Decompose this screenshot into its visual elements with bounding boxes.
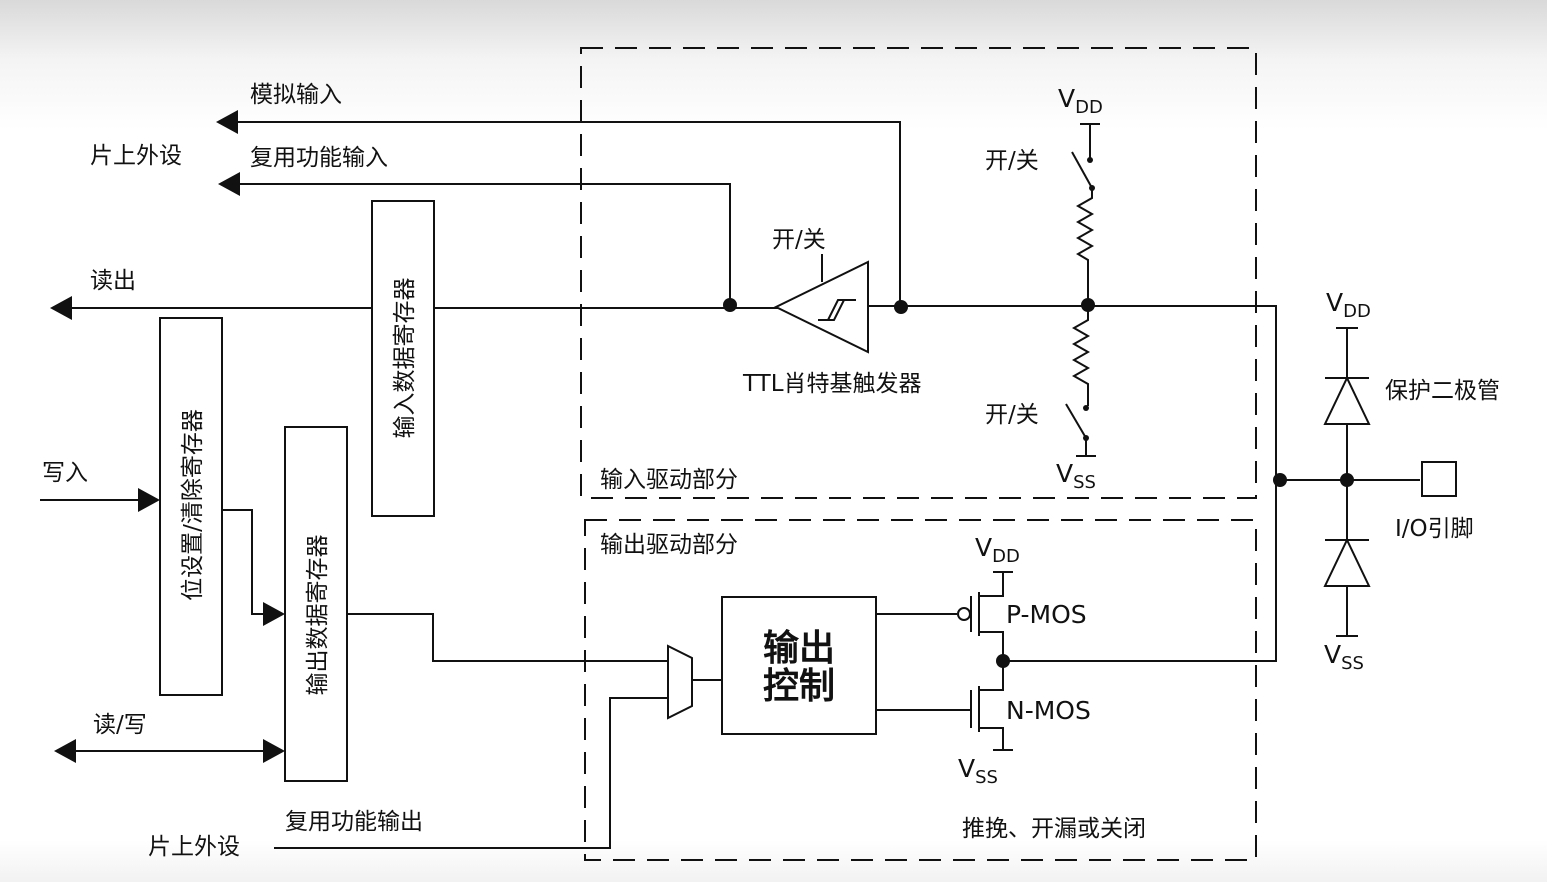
lower-diode xyxy=(1323,537,1371,587)
pmos-bubble xyxy=(957,607,971,621)
write-in-label: 写入 xyxy=(42,460,88,486)
input-driver-label: 输入驱动部分 xyxy=(600,467,738,493)
analog-input-arrow xyxy=(216,110,238,134)
output-control-label: 输出 xyxy=(763,628,835,669)
input-data-register xyxy=(371,200,435,517)
pmos-label: P-MOS xyxy=(1006,600,1087,629)
read-write-arrow-left xyxy=(54,739,76,763)
bit-set-reset-register-label: 位设置/清除寄存器 xyxy=(180,409,206,601)
schmitt-trigger xyxy=(773,260,869,354)
junction-dot xyxy=(723,298,737,312)
read-out-label: 读出 xyxy=(90,268,136,294)
upper-diode xyxy=(1323,375,1371,425)
pullup-switch-label: 开/关 xyxy=(985,148,1039,174)
input-data-register-label: 输入数据寄存器 xyxy=(392,278,418,439)
pullup-switch xyxy=(1071,151,1093,189)
vss-label: VSS xyxy=(958,754,998,788)
io-pin-pad[interactable] xyxy=(1421,461,1457,497)
junction-dot xyxy=(894,300,908,314)
vdd-label: VDD xyxy=(1326,288,1371,322)
alt-func-input-wire xyxy=(238,183,731,304)
onchip-peripheral-label: 片上外设 xyxy=(148,834,240,860)
output-driver-region xyxy=(584,519,1257,861)
pulldown-switch-label: 开/关 xyxy=(985,402,1039,428)
odr-to-mux-wire xyxy=(347,613,668,662)
nmos-label: N-MOS xyxy=(1006,696,1091,725)
write-in-arrow xyxy=(138,488,160,512)
output-driver-label: 输出驱动部分 xyxy=(600,532,738,558)
output-data-register-label: 输出数据寄存器 xyxy=(305,535,331,696)
alt-func-input-arrow xyxy=(218,172,240,196)
trigger-switch-label: 开/关 xyxy=(772,227,826,253)
output-mux xyxy=(667,644,693,720)
nmos-drain-source xyxy=(979,661,1004,691)
output-data-register xyxy=(284,426,348,782)
alt-func-output-label: 复用功能输出 xyxy=(285,809,423,835)
alt-func-input-label: 复用功能输入 xyxy=(250,145,388,171)
alt-func-output-wire xyxy=(274,697,668,849)
pulldown-resistor xyxy=(1071,306,1091,406)
bsrr-to-odr-wire xyxy=(222,509,266,615)
schmitt-trigger-label: TTL肖特基触发器 xyxy=(742,371,922,397)
vdd-label: VDD xyxy=(975,533,1020,567)
protection-diode-label: 保护二极管 xyxy=(1385,378,1500,404)
vss-label: VSS xyxy=(1056,459,1096,493)
pullup-resistor xyxy=(1075,188,1095,306)
pulldown-switch xyxy=(1065,403,1087,439)
input-driver-region xyxy=(580,47,1257,499)
vss-label: VSS xyxy=(1324,640,1364,674)
analog-input-wire xyxy=(236,121,901,306)
read-write-arrow-right xyxy=(263,739,285,763)
io-pin-label: I/O引脚 xyxy=(1395,516,1474,542)
analog-input-label: 模拟输入 xyxy=(250,82,342,108)
bsrr-to-odr-arrow xyxy=(263,602,285,626)
read-out-arrow xyxy=(50,296,72,320)
pmos-drain-source xyxy=(979,631,1004,661)
output-mode-label: 推挽、开漏或关闭 xyxy=(962,816,1146,842)
vdd-label: VDD xyxy=(1058,84,1103,118)
output-control-block xyxy=(721,596,877,735)
bit-set-reset-register xyxy=(159,317,223,696)
read-write-label: 读/写 xyxy=(93,712,147,738)
nmos-drain-source xyxy=(979,727,1004,750)
mos-to-pin-wire xyxy=(1003,480,1277,662)
onchip-peripheral-label: 片上外设 xyxy=(90,143,182,169)
hysteresis-icon xyxy=(818,299,856,321)
pmos-drain-source xyxy=(979,572,1004,597)
switch-contact xyxy=(1083,405,1089,411)
switch-contact xyxy=(1087,157,1093,163)
output-control-label: 控制 xyxy=(763,666,835,707)
